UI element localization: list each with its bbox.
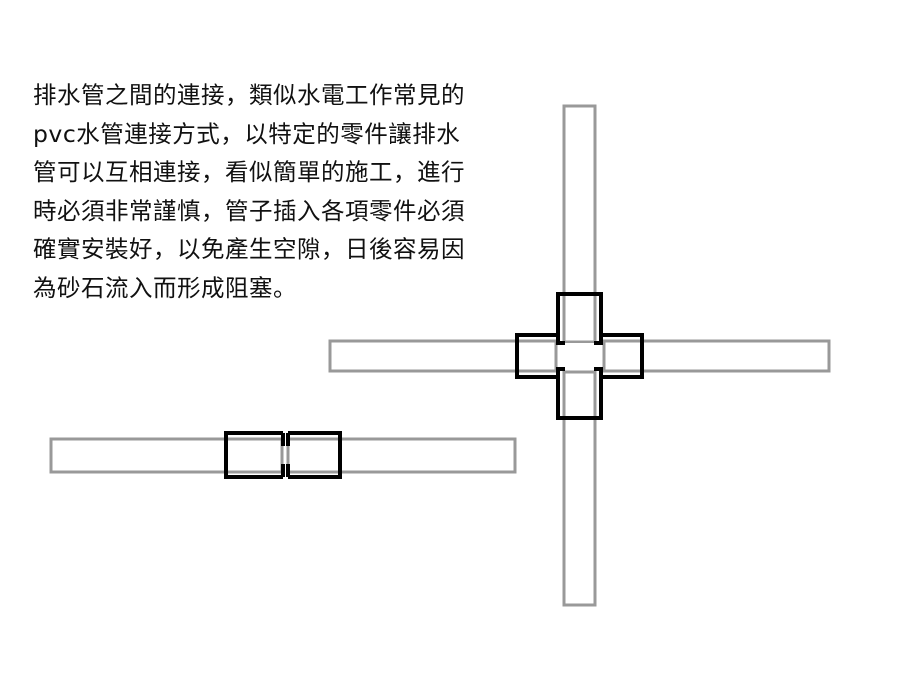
cross-fitting-inner-stops [556, 335, 603, 377]
description-text: 排水管之間的連接，類似水電工作常見的pvc水管連接方式，以特定的零件讓排水管可以… [33, 81, 465, 302]
pipe-horizontal-right [602, 339, 831, 373]
pipe-horizontal-left [328, 339, 558, 373]
pipe-right-segment [286, 437, 517, 474]
pipe-vertical-top [562, 104, 597, 344]
straight-coupling-assembly [49, 431, 517, 479]
pipe-left-segment [49, 437, 284, 474]
pipe-vertical-bottom [562, 370, 597, 607]
straight-coupling [224, 431, 342, 479]
cross-fitting-assembly [328, 104, 831, 607]
